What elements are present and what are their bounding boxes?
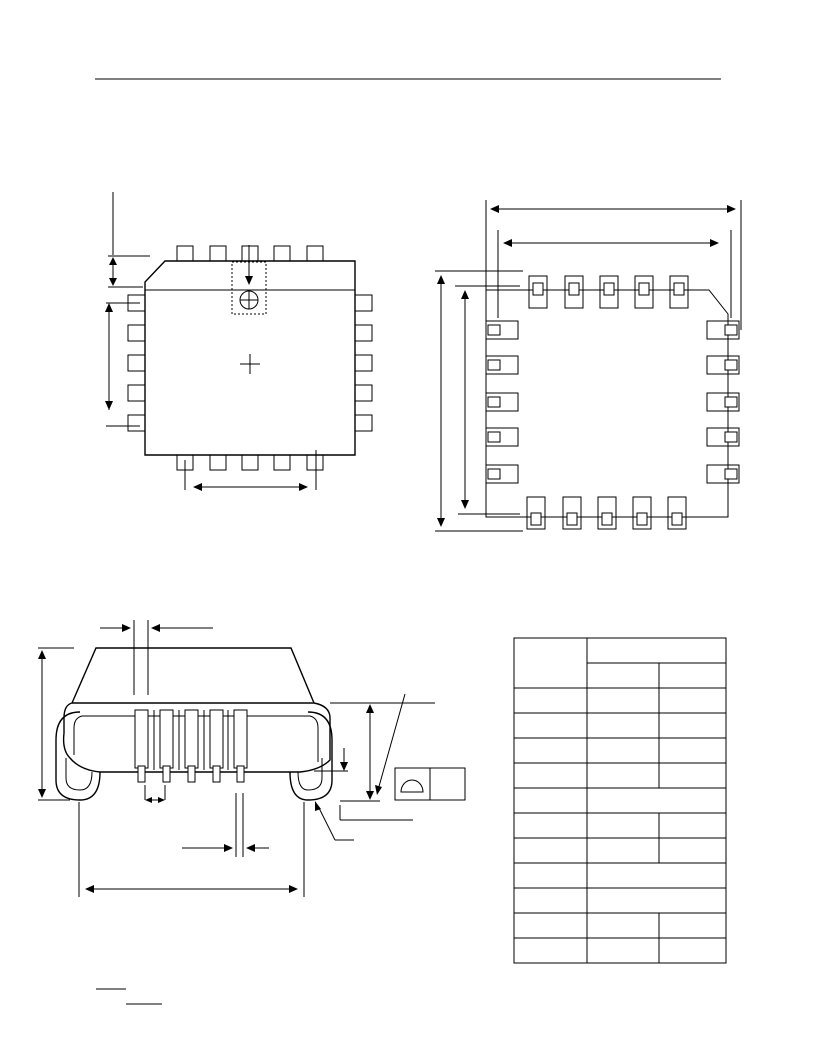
bottom-pad bbox=[632, 496, 652, 530]
top-pad-contact bbox=[568, 282, 580, 296]
top-pad bbox=[528, 275, 548, 309]
left-pad-contact bbox=[487, 431, 501, 443]
bottom-pin bbox=[209, 454, 227, 471]
profile-symbol bbox=[400, 779, 424, 793]
left-j-lead bbox=[55, 711, 101, 801]
side-view-leads bbox=[134, 709, 248, 783]
side-lead bbox=[134, 709, 149, 769]
side-lead-foot bbox=[137, 765, 146, 783]
top-pin bbox=[176, 245, 194, 262]
side-view bbox=[38, 620, 466, 897]
right-pin bbox=[354, 294, 373, 312]
right-pad bbox=[706, 320, 740, 340]
left-pad-contact bbox=[487, 324, 501, 336]
leader-line bbox=[377, 693, 406, 791]
bottom-view-left-pins bbox=[485, 320, 519, 484]
top-pin bbox=[306, 245, 324, 262]
right-pad-contact bbox=[724, 324, 738, 336]
right-pin bbox=[354, 324, 373, 342]
right-j-lead bbox=[289, 711, 333, 801]
top-pin bbox=[209, 245, 227, 262]
right-pad bbox=[706, 464, 740, 484]
side-lead bbox=[233, 709, 248, 769]
left-pad bbox=[485, 320, 519, 340]
top-pad-contact bbox=[603, 282, 615, 296]
bottom-view bbox=[435, 200, 742, 532]
side-lead-foot bbox=[212, 765, 221, 783]
top-view-right-pins bbox=[354, 294, 373, 432]
top-view-top-pins bbox=[176, 245, 324, 262]
top-pad bbox=[634, 275, 654, 309]
bottom-view-right-pins bbox=[706, 320, 740, 484]
bottom-pad bbox=[597, 496, 617, 530]
top-pad bbox=[599, 275, 619, 309]
bottom-view-bottom-pins bbox=[526, 496, 687, 530]
left-pad-contact bbox=[487, 396, 501, 408]
side-lead-foot bbox=[162, 765, 171, 783]
side-lead-foot bbox=[187, 765, 196, 783]
bottom-pin bbox=[241, 454, 259, 471]
bottom-pin bbox=[306, 454, 324, 471]
left-pad bbox=[485, 392, 519, 412]
left-pin bbox=[127, 384, 146, 402]
bottom-pad-contact bbox=[636, 512, 648, 526]
dimension-table bbox=[513, 637, 727, 964]
left-pad bbox=[485, 427, 519, 447]
top-pad bbox=[564, 275, 584, 309]
table-frame bbox=[513, 637, 727, 964]
top-view-bottom-pins bbox=[176, 454, 324, 471]
side-lead bbox=[209, 709, 224, 769]
bottom-pad bbox=[667, 496, 687, 530]
right-pad-contact bbox=[724, 431, 738, 443]
side-lead bbox=[184, 709, 199, 769]
right-pin bbox=[354, 414, 373, 432]
side-lead bbox=[159, 709, 174, 769]
bottom-pad-contact bbox=[671, 512, 683, 526]
top-pin bbox=[273, 245, 291, 262]
right-pad bbox=[706, 355, 740, 375]
right-pad-contact bbox=[724, 468, 738, 480]
left-pin bbox=[127, 324, 146, 342]
bottom-pad bbox=[562, 496, 582, 530]
bottom-pad-contact bbox=[601, 512, 613, 526]
right-pad-contact bbox=[724, 396, 738, 408]
top-pad bbox=[669, 275, 689, 309]
side-lead-foot bbox=[236, 765, 245, 783]
left-pad-contact bbox=[487, 359, 501, 371]
bottom-pad-contact bbox=[566, 512, 578, 526]
right-pad-contact bbox=[724, 359, 738, 371]
top-pad-contact bbox=[673, 282, 685, 296]
bottom-pad-contact bbox=[530, 512, 542, 526]
left-pad-contact bbox=[487, 468, 501, 480]
left-pad bbox=[485, 464, 519, 484]
side-view-body-top bbox=[71, 647, 315, 704]
top-pad-contact bbox=[638, 282, 650, 296]
right-pin bbox=[354, 384, 373, 402]
left-pad bbox=[485, 355, 519, 375]
pin1-arrow-head bbox=[245, 276, 253, 285]
bottom-pin bbox=[273, 454, 291, 471]
left-pin bbox=[127, 414, 146, 432]
top-view-left-pins bbox=[127, 294, 146, 432]
top-pad-contact bbox=[532, 282, 544, 296]
bottom-view-body bbox=[485, 289, 729, 518]
left-pin bbox=[127, 354, 146, 372]
right-pad bbox=[706, 427, 740, 447]
right-pin bbox=[354, 354, 373, 372]
bottom-view-top-pins bbox=[528, 275, 689, 309]
top-pin bbox=[241, 245, 259, 262]
right-pad bbox=[706, 392, 740, 412]
top-view bbox=[105, 192, 373, 491]
bottom-pad bbox=[526, 496, 546, 530]
